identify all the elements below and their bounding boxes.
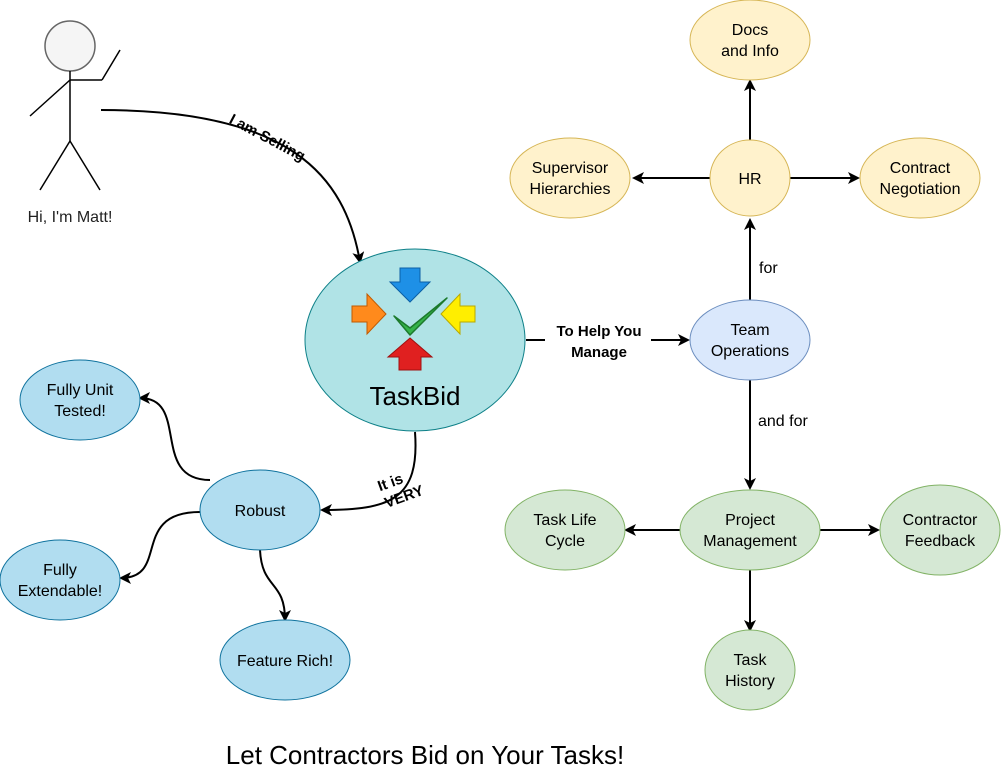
feature-rich-label: Feature Rich! (237, 653, 333, 670)
taskbid-ellipse (304, 248, 526, 432)
docs-info-line2: and Info (721, 43, 779, 60)
project-management-node[interactable]: Project Management (679, 489, 821, 571)
actor-right-forearm (101, 49, 121, 81)
pm-line1: Project (725, 512, 775, 529)
supervisor-line2: Hierarchies (530, 181, 611, 198)
lifecycle-line1: Task Life (533, 512, 596, 529)
edges (100, 79, 880, 632)
edge-label-help-line2: Manage (571, 344, 627, 361)
feedback-line2: Feedback (905, 533, 976, 550)
task-life-cycle-node[interactable]: Task Life Cycle (504, 489, 626, 571)
edge-robust-to-feature (259, 549, 291, 622)
supervisor-line1: Supervisor (532, 160, 609, 177)
feature-rich-node[interactable]: Feature Rich! (219, 619, 351, 701)
actor-caption: Hi, I'm Matt! (28, 209, 113, 226)
edge-robust-to-extendable (119, 511, 201, 584)
robust-node[interactable]: Robust (199, 469, 321, 551)
actor-matt (29, 20, 121, 191)
hr-node[interactable]: HR (709, 139, 791, 217)
task-history-node[interactable]: Task History (704, 629, 796, 711)
tested-line1: Fully Unit (47, 382, 114, 399)
actor-left-arm (29, 79, 71, 117)
lifecycle-line2: Cycle (545, 533, 585, 550)
extendable-line1: Fully (43, 562, 77, 579)
actor-left-leg (39, 140, 71, 191)
edge-label-help-bg (545, 320, 651, 364)
footer-tagline: Let Contractors Bid on Your Tasks! (226, 740, 624, 770)
fully-extendable-node[interactable]: Fully Extendable! (0, 539, 121, 621)
extendable-line2: Extendable! (18, 583, 103, 600)
taskbid-logo-icon (351, 267, 476, 371)
edge-label-help-line1: To Help You (557, 323, 642, 340)
tested-line2: Tested! (54, 403, 106, 420)
taskbid-node[interactable]: TaskBid (304, 248, 526, 432)
docs-info-node[interactable]: Docs and Info (689, 0, 811, 81)
edge-robust-to-tested (138, 392, 211, 481)
team-operations-line1: Team (730, 322, 769, 339)
team-operations-node[interactable]: Team Operations (689, 299, 811, 381)
team-operations-line2: Operations (711, 343, 789, 360)
edge-taskbid-to-robust (320, 431, 417, 516)
edge-label-and-for: and for (758, 413, 808, 430)
edge-label-for-bg (756, 256, 786, 278)
fully-unit-tested-node[interactable]: Fully Unit Tested! (19, 359, 141, 441)
actor-right-leg (69, 140, 101, 191)
actor-head (44, 20, 96, 72)
contract-line1: Contract (890, 160, 951, 177)
supervisor-hierarchies-node[interactable]: Supervisor Hierarchies (509, 137, 631, 219)
contract-line2: Negotiation (880, 181, 961, 198)
edge-label-very: It is VERY (375, 470, 426, 511)
feedback-line1: Contractor (903, 512, 978, 529)
docs-info-line1: Docs (732, 22, 768, 39)
edge-label-and-for-bg (755, 408, 817, 430)
edge-actor-to-taskbid (100, 109, 365, 264)
edge-label-for: for (759, 260, 778, 277)
contractor-feedback-node[interactable]: Contractor Feedback (879, 484, 1001, 576)
edge-label-selling: I am Selling (226, 111, 308, 165)
taskbid-label: TaskBid (369, 381, 460, 411)
robust-label: Robust (235, 503, 286, 520)
hr-label: HR (738, 171, 761, 188)
contract-negotiation-node[interactable]: Contract Negotiation (859, 137, 981, 219)
history-line2: History (725, 673, 775, 690)
pm-line2: Management (703, 533, 797, 550)
history-line1: Task (734, 652, 768, 669)
